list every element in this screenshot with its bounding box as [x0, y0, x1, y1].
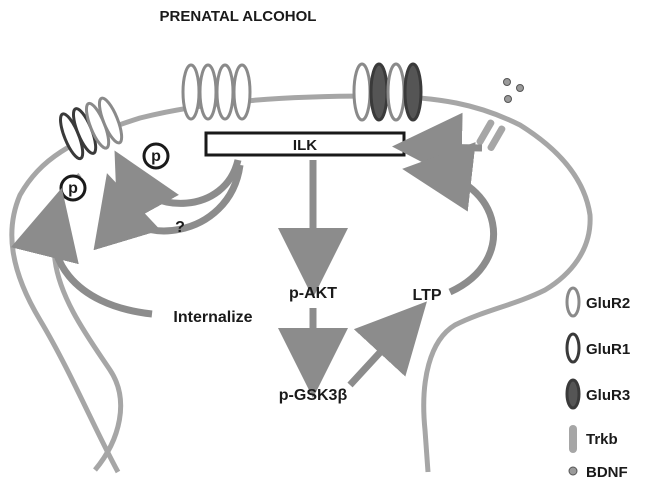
legend-label: GluR1: [586, 341, 630, 358]
inner-membrane-left: [51, 173, 124, 472]
glur2-receptor: [232, 63, 252, 121]
bar-light-gray-icon: [569, 425, 577, 453]
legend-item-glur2: GluR2: [565, 286, 630, 318]
phospho-label: p: [151, 148, 161, 165]
unknown-label: ?: [175, 219, 185, 236]
ring-outline-light-icon: [565, 286, 581, 318]
arrow-ilk-to-receptor: [114, 150, 242, 229]
legend-item-trkb: Trkb: [569, 425, 618, 453]
ring-filled-dark-icon: [565, 378, 581, 410]
legend-label: GluR2: [586, 295, 630, 312]
glur2-receptor: [97, 96, 124, 145]
receptor-cluster-right: [352, 62, 423, 122]
phospho-label: p: [68, 180, 78, 197]
arrow-ltp-to-ilk: [402, 142, 498, 296]
bdnf-dot: [504, 95, 512, 103]
node-p-gsk3b: p-GSK3β: [279, 387, 348, 404]
arrow-internalize: [10, 187, 153, 318]
glur2-receptor: [181, 63, 201, 121]
phospho-marker-upper: p: [142, 142, 170, 170]
legend-label: BDNF: [586, 464, 628, 481]
legend-item-glur1: GluR1: [565, 332, 630, 364]
arrow-unknown-loop: [93, 164, 244, 251]
node-p-akt: p-AKT: [289, 285, 337, 302]
bdnf-molecules: [503, 78, 524, 103]
glur3-receptor: [369, 62, 389, 122]
dot-gray-icon: [568, 466, 578, 476]
diagram-title: PRENATAL ALCOHOL: [160, 8, 317, 25]
phospho-marker-lower: p: [59, 174, 87, 202]
legend-label: GluR3: [586, 387, 630, 404]
node-ltp: LTP: [412, 287, 441, 304]
glur2-receptor: [215, 63, 235, 121]
legend-item-glur3: GluR3: [565, 378, 630, 410]
receptor-cluster-middle: [181, 63, 252, 121]
glur2-receptor: [198, 63, 218, 121]
glur3-receptor: [403, 62, 423, 122]
glur2-receptor: [352, 62, 372, 122]
ilk-label: ILK: [293, 137, 317, 154]
trkb-receptor: [476, 119, 506, 152]
bdnf-dot: [503, 78, 511, 86]
arrow-trkb-to-ilk: [392, 112, 483, 183]
node-internalize: Internalize: [173, 309, 252, 326]
legend: GluR2 GluR1 GluR3 Trkb BDNF: [565, 286, 630, 481]
bdnf-dot: [516, 84, 524, 92]
legend-label: Trkb: [586, 431, 618, 448]
glur2-receptor: [386, 62, 406, 122]
arrow-pgsk3b-to-ltp: [347, 301, 427, 388]
legend-item-bdnf: BDNF: [568, 464, 628, 481]
receptor-cluster-left: [59, 96, 124, 161]
ring-outline-dark-icon: [565, 332, 581, 364]
